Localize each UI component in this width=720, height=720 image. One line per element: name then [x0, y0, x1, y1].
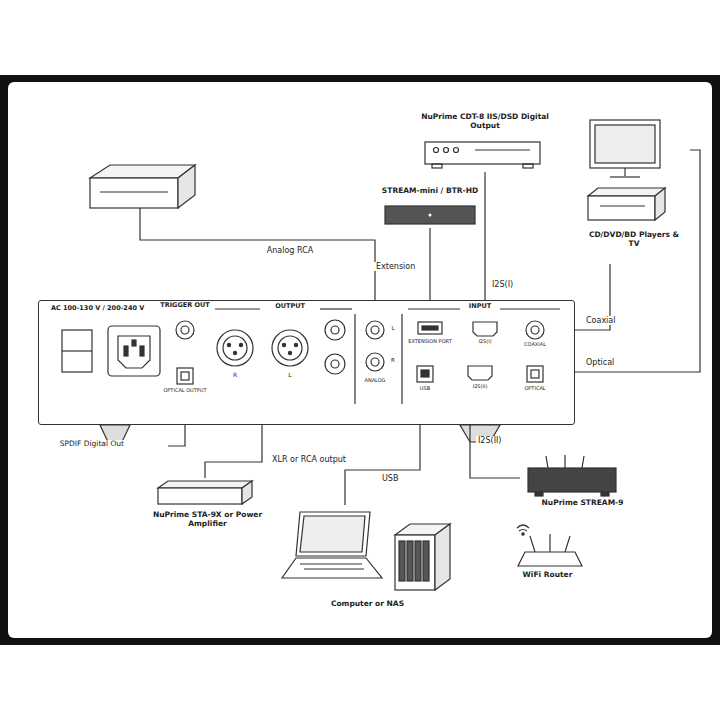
port-label: EXTENSION PORT	[407, 339, 452, 345]
cable-label: I2S(I)	[490, 280, 515, 289]
port-label: L	[390, 325, 395, 331]
port-label: Analog RCA	[266, 246, 314, 255]
device-label: NuPrime STREAM-9	[520, 498, 645, 507]
device-label: WiFi Router	[500, 570, 595, 579]
cable-label: XLR or RCA output	[270, 455, 348, 464]
port-label: I2S(I)	[477, 339, 492, 345]
port-label: ANALOG	[364, 378, 387, 384]
port-label: R	[390, 357, 396, 363]
network-streamer: NuPrime STREAM-9	[520, 453, 645, 510]
port-label: OPTICAL OUTPUT	[162, 388, 207, 394]
cable-label: Optical	[584, 358, 616, 367]
cd-transport: NuPrime CDT-8 IIS/DSD Digital Output	[420, 112, 550, 172]
port-label: L	[287, 372, 292, 379]
device-label: NuPrime STA-9X or Power Amplifier	[150, 510, 265, 528]
computer-nas: Computer or NAS	[280, 505, 455, 615]
wifi-router: WiFi Router	[500, 515, 595, 583]
power-amplifier: NuPrime STA-9X or Power Amplifier	[150, 478, 265, 550]
device-label: NuPrime CDT-8 IIS/DSD Digital Output	[420, 112, 550, 130]
device-label: STREAM-mini / BTR-HD	[370, 186, 490, 195]
player-tv: CD/DVD/BD Players & TV	[578, 118, 690, 264]
port-label: TRIGGER OUT	[159, 302, 210, 309]
signal-cable	[575, 150, 700, 372]
port-label: I2S(II)	[472, 384, 489, 390]
streamer-device: STREAM-mini / BTR-HD	[370, 186, 490, 228]
cable-label: Extension	[374, 262, 417, 271]
device-label: CD/DVD/BD Players & TV	[583, 230, 685, 248]
cable-label: I2S(II)	[476, 436, 504, 445]
port-label: USB	[419, 386, 431, 392]
port-label: COAXIAL	[523, 342, 547, 348]
signal-cable	[205, 425, 262, 478]
device-label: AC 100-130 V / 200-240 V	[51, 305, 171, 313]
signal-cable	[484, 172, 485, 300]
cable-label: Coaxial	[584, 316, 617, 325]
port-label: SPDIF Digital Out	[59, 440, 125, 449]
port-label: R	[232, 372, 238, 379]
signal-cable	[429, 228, 430, 300]
port-label: OUTPUT	[274, 303, 306, 310]
port-label: OPTICAL	[523, 386, 546, 392]
cable-label: USB	[380, 474, 400, 483]
port-label: INPUT	[468, 303, 492, 310]
device-label: Computer or NAS	[280, 599, 455, 608]
signal-cable	[345, 425, 420, 505]
signal-cable	[470, 425, 520, 478]
dac-unit: AC 100-130 V / 200-240 V	[38, 300, 575, 425]
